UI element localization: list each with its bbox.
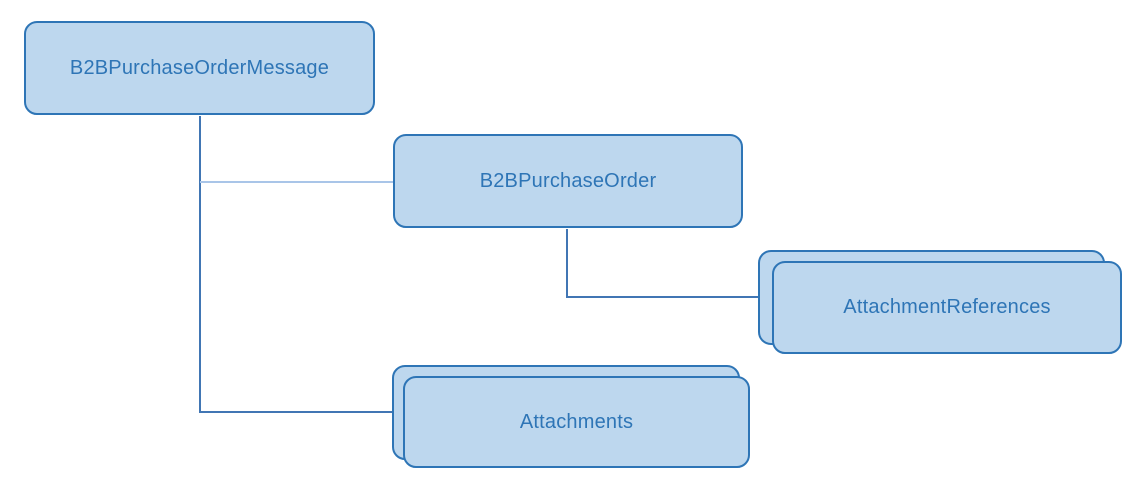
connector-purchaseorder-trunk-vertical	[566, 229, 568, 298]
node-label: Attachments	[519, 410, 634, 433]
node-label: B2BPurchaseOrderMessage	[69, 56, 330, 79]
connector-message-to-purchaseorder	[200, 181, 393, 183]
connector-purchaseorder-to-attachmentreferences	[566, 296, 759, 298]
node-b2b-purchase-order: B2BPurchaseOrder	[393, 134, 743, 228]
node-label: AttachmentReferences	[843, 296, 1051, 318]
node-b2b-purchase-order-message: B2BPurchaseOrderMessage	[24, 21, 375, 115]
connector-message-to-attachments	[199, 411, 393, 413]
node-attachments: Attachments	[403, 376, 750, 468]
connector-message-trunk-vertical	[199, 116, 201, 412]
node-attachment-references: AttachmentReferences	[772, 261, 1122, 354]
node-label: B2BPurchaseOrder	[479, 169, 657, 192]
